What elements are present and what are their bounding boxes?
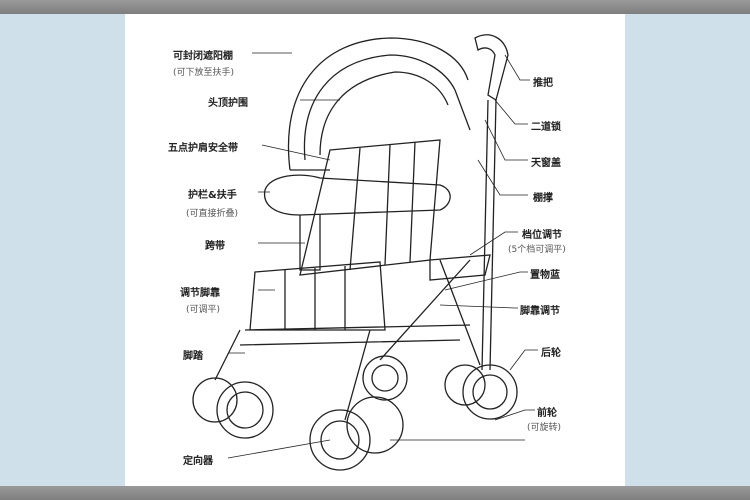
frame [214, 254, 491, 421]
wheels [192, 355, 518, 471]
label-swivel-lock: 定向器 [183, 456, 213, 467]
label-front-wheel-sub: (可旋转) [527, 423, 562, 433]
handle [474, 34, 509, 371]
label-harness: 五点护肩安全带 [168, 143, 238, 154]
label-recline: 档位调节 [522, 230, 562, 241]
label-skylight: 天窗盖 [531, 158, 561, 169]
label-rear-wheel: 后轮 [541, 348, 561, 359]
label-front-wheel: 前轮 [537, 408, 557, 419]
label-head-guard: 头顶护围 [208, 98, 248, 109]
seat [249, 139, 451, 331]
leader-lines [227, 52, 538, 459]
label-canopy-strut: 棚撑 [533, 193, 553, 204]
label-recline-sub: (5个档可调平) [508, 245, 566, 255]
label-canopy: 可封闭遮阳棚 [173, 51, 233, 62]
label-canopy-sub: (可下放至扶手) [173, 68, 235, 78]
label-bumper-bar: 护栏&扶手 [188, 190, 237, 201]
label-bumper-bar-sub: (可直接折叠) [186, 209, 239, 219]
canopy [287, 37, 471, 171]
label-crotch-strap: 跨带 [205, 241, 225, 252]
label-second-lock: 二道锁 [531, 122, 561, 133]
label-footrest: 调节脚靠 [180, 288, 220, 299]
bottom-bar [0, 486, 750, 500]
top-bar [0, 0, 750, 14]
label-footrest-adjust: 脚靠调节 [520, 306, 560, 317]
diagram-panel [125, 14, 625, 486]
label-basket: 置物蓝 [530, 270, 560, 281]
label-footboard: 脚踏 [183, 351, 203, 362]
label-footrest-sub: (可调平) [186, 305, 221, 315]
label-handle: 推把 [533, 78, 553, 89]
